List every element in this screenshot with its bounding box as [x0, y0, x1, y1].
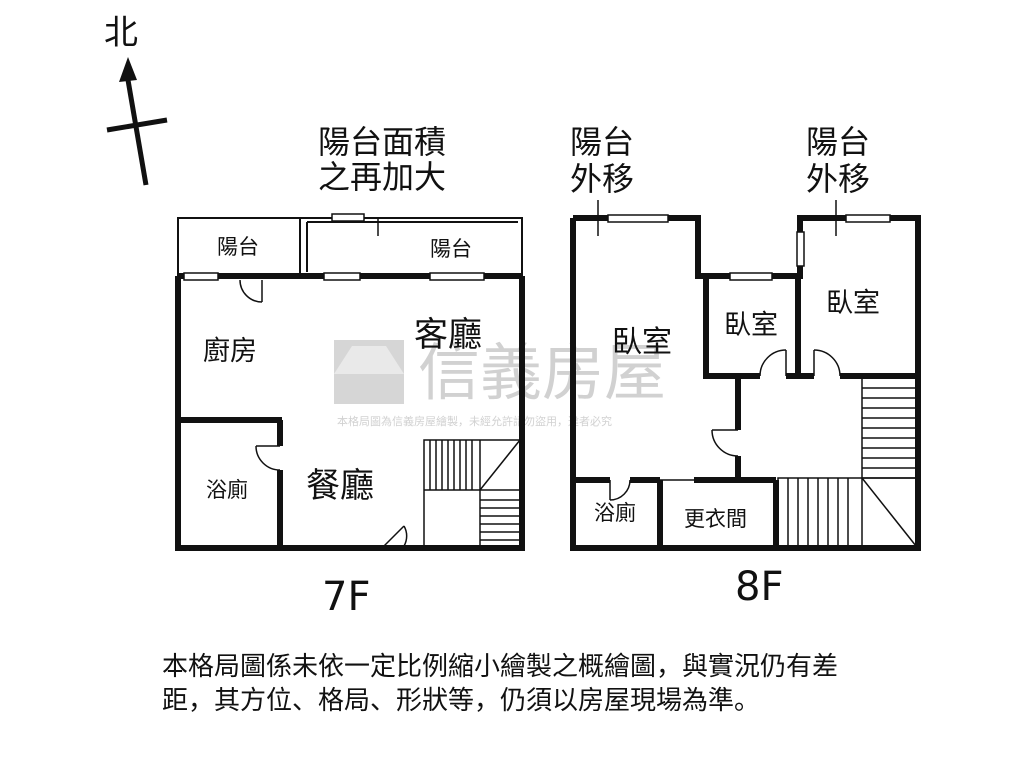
room-label-bathroom-7f: 浴廁 [206, 478, 248, 502]
balcony-window-7f [331, 213, 365, 222]
room-label-bedroom-right-8f: 臥室 [826, 288, 880, 319]
annotation-8f-right-line1: 陽台 [806, 123, 870, 161]
room-label-bathroom-8f: 浴廁 [594, 501, 636, 525]
walls-8f [570, 215, 921, 551]
doors-7f [239, 279, 408, 547]
north-arrow-icon [119, 57, 137, 82]
annotation-7f-line1: 陽台面積 [318, 123, 446, 161]
disclaimer-text: 本格局圖係未依一定比例縮小繪製之概繪圖，與實況仍有差距，其方位、格局、形狀等，仍… [162, 652, 839, 716]
compass-crossbar [106, 117, 168, 133]
north-label: 北 [104, 13, 138, 53]
watermark-notice: 本格局圖為信義房屋繪製，未經允許請勿盜用，違者必究 [337, 414, 612, 428]
windows-8f [607, 214, 891, 281]
watermark-brand: 信義房屋 [418, 336, 666, 409]
doors-8f [609, 349, 841, 501]
room-label-living-room-7f: 客廳 [414, 315, 482, 355]
room-label-balcony-right-7f: 陽台 [430, 237, 472, 261]
room-label-dining-room-7f: 餐廳 [306, 466, 374, 506]
room-label-balcony-left-7f: 陽台 [217, 235, 259, 259]
watermark-logo-roof [334, 346, 404, 374]
room-label-closet-8f: 更衣間 [684, 507, 747, 531]
compass: 北 [104, 13, 168, 186]
room-label-bedroom-large-8f: 臥室 [612, 325, 672, 360]
floor-label-7f: 7F [322, 574, 370, 620]
room-label-kitchen-7f: 廚房 [203, 336, 257, 367]
staircase-8f [777, 377, 917, 547]
floor-7f-plan: 陽台面積 之再加大 陽台 陽台 廚房 客廳 浴廁 餐廳 7F [175, 123, 525, 620]
annotation-8f-right-line2: 外移 [806, 160, 870, 198]
annotation-8f-left-line1: 陽台 [570, 123, 634, 161]
floor-label-8f: 8F [735, 564, 783, 610]
north-arrow-shaft [125, 79, 149, 186]
annotation-8f-left-line2: 外移 [570, 160, 634, 198]
staircase-7f [423, 439, 521, 547]
watermark: 信義房屋 本格局圖為信義房屋繪製，未經允許請勿盜用，違者必究 [334, 336, 666, 428]
windows-7f [183, 272, 485, 281]
annotation-7f-line2: 之再加大 [318, 158, 446, 196]
floor-8f-plan: 陽台 外移 陽台 外移 臥室 臥室 臥室 浴廁 更衣間 8F [570, 123, 921, 610]
room-label-bedroom-small-8f: 臥室 [724, 310, 778, 341]
walls-7f [175, 273, 525, 551]
